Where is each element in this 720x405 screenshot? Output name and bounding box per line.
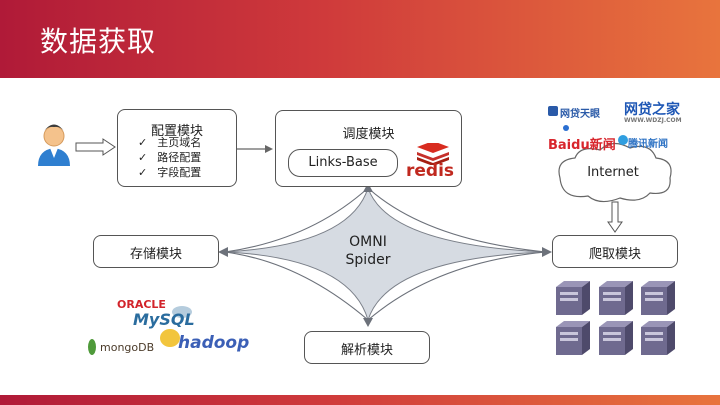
internet-label: Internet [587,165,639,180]
crawl-module-title: 爬取模块 [588,247,641,262]
mongodb-logo: mongoDB [100,341,155,354]
parse-module-title: 解析模块 [340,343,393,358]
internet-to-crawl-arrow [607,201,623,233]
redis-icon [417,143,449,165]
user-to-config-arrow [75,138,116,156]
redis-label: redis [406,161,455,181]
tencent-news-logo: 腾讯新闻 [628,139,668,150]
omni-spider-label: OMNI Spider [323,233,413,269]
storage-module-box: 存储模块 [93,235,219,268]
internet-cloud [558,142,672,203]
omni-line: OMNI [349,234,387,250]
links-base-label: Links-Base [288,149,398,177]
schedule-module-title: 调度模块 [342,127,395,142]
baidu-news-logo: Baidu新闻 [548,138,616,153]
footer-bar [0,395,720,405]
wdzj-url-text: WWW.WDZJ.COM [624,117,682,124]
hadoop-logo: hadoop [178,333,250,353]
config-item-list: 主页域名 路径配置 字段配置 [138,135,201,180]
parse-module-box: 解析模块 [304,331,430,364]
wangdaitianyan-logo: 网贷天眼 [560,109,600,120]
page-title: 数据获取 [40,25,157,58]
config-item: 主页域名 [138,135,201,150]
config-item: 字段配置 [138,165,201,180]
header-bar: 数据获取 [0,0,720,78]
schedule-module-box: 调度模块 Links-Base redis [275,110,462,187]
mysql-logo: MySQL [133,310,195,329]
config-module-box: 配置模块 主页域名 路径配置 字段配置 [117,109,237,187]
storage-module-title: 存储模块 [129,247,182,262]
spider-line: Spider [345,252,391,268]
config-item: 路径配置 [138,150,201,165]
wangdaizhijia-logo: 网贷之家 [624,102,680,118]
crawl-module-box: 爬取模块 [552,235,678,268]
oracle-logo: ORACLE [117,298,166,311]
